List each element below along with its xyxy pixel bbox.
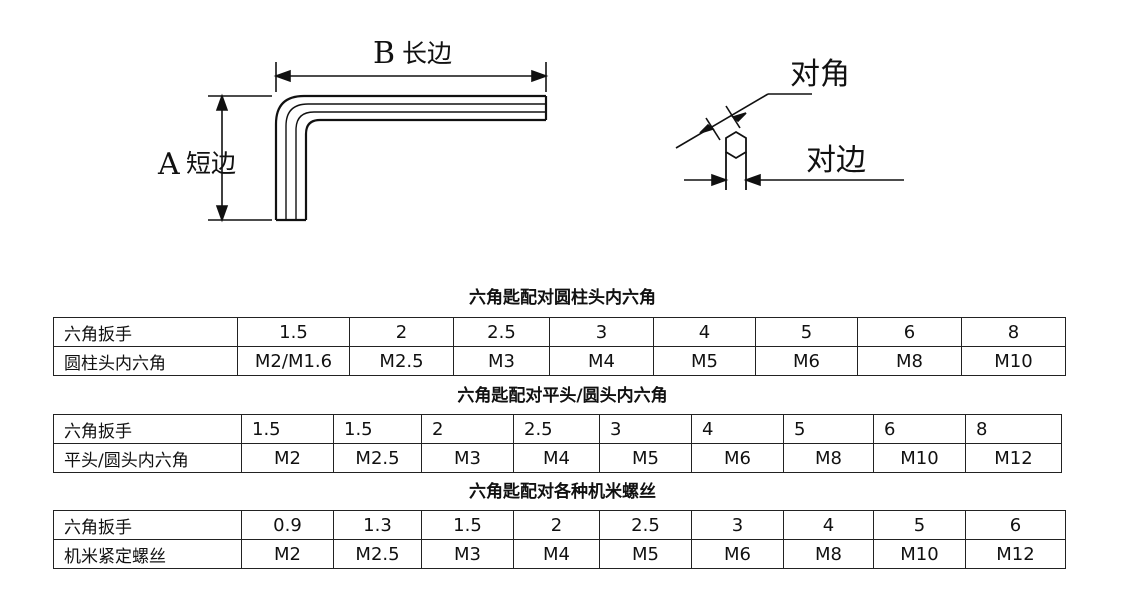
- l-wrench-drawing: [274, 94, 548, 222]
- table-cell: M4: [513, 539, 600, 569]
- across-flats-dimension: [684, 173, 904, 187]
- table-cell: 2: [349, 317, 454, 347]
- table-cell: 1.5: [421, 510, 514, 540]
- table-cell: 1.3: [333, 510, 422, 540]
- table-cell: 8: [965, 414, 1062, 444]
- table-cell: M2/M1.6: [237, 346, 350, 376]
- table-cell: M3: [421, 443, 514, 473]
- hex-cross-section: [725, 130, 747, 190]
- table-cell: M5: [599, 539, 692, 569]
- row-header: 平头/圆头内六角: [53, 443, 242, 473]
- table-cell: 1.5: [241, 414, 334, 444]
- row-header: 机米紧定螺丝: [53, 539, 242, 569]
- table-cell: M6: [691, 539, 784, 569]
- table-row: 机米紧定螺丝 M2 M2.5 M3 M4 M5 M6 M8 M10 M12: [53, 539, 1066, 569]
- table-cell: M10: [873, 443, 966, 473]
- table-cell: M12: [965, 539, 1066, 569]
- table-cell: 2.5: [513, 414, 600, 444]
- table-cell: 5: [873, 510, 966, 540]
- table-cell: M2: [241, 443, 334, 473]
- table-cell: 1.5: [237, 317, 350, 347]
- table-cell: 3: [599, 414, 692, 444]
- table-cell: 2: [421, 414, 514, 444]
- table-cell: M8: [783, 539, 874, 569]
- table-cell: 0.9: [241, 510, 334, 540]
- table-cell: 2.5: [453, 317, 550, 347]
- table-cell: 2: [513, 510, 600, 540]
- table-cell: 6: [873, 414, 966, 444]
- table-cell: M6: [755, 346, 858, 376]
- table-cell: M8: [857, 346, 962, 376]
- table-cell: 5: [755, 317, 858, 347]
- table-cell: M2.5: [349, 346, 454, 376]
- row-header: 圆柱头内六角: [53, 346, 238, 376]
- spec-table-flat-round-head: 六角扳手 1.5 1.5 2 2.5 3 4 5 6 8 平头/圆头内六角 M2…: [53, 414, 1062, 473]
- table-1-title: 六角匙配对圆柱头内六角: [469, 288, 656, 308]
- table-cell: 5: [783, 414, 874, 444]
- table-cell: M4: [549, 346, 654, 376]
- across-corners-label: 对角: [790, 57, 850, 92]
- table-cell: 1.5: [333, 414, 422, 444]
- table-cell: M2: [241, 539, 334, 569]
- across-flats-label: 对边: [806, 143, 866, 178]
- short-side-dimension: [208, 93, 272, 223]
- hex-key-diagram: B 长边 A 短边 对角 对边: [157, 36, 904, 223]
- row-header: 六角扳手: [53, 510, 242, 540]
- table-cell: 4: [691, 414, 784, 444]
- row-header: 六角扳手: [53, 317, 238, 347]
- table-cell: M12: [965, 443, 1062, 473]
- table-cell: 6: [965, 510, 1066, 540]
- across-corners-dimension: [675, 93, 812, 149]
- table-cell: M3: [453, 346, 550, 376]
- spec-table-cylinder-head: 六角扳手 1.5 2 2.5 3 4 5 6 8 圆柱头内六角 M2/M1.6 …: [53, 317, 1066, 376]
- long-side-dimension: [273, 62, 549, 92]
- table-row: 圆柱头内六角 M2/M1.6 M2.5 M3 M4 M5 M6 M8 M10: [53, 346, 1066, 376]
- table-cell: M2.5: [333, 443, 422, 473]
- table-cell: M3: [421, 539, 514, 569]
- row-header: 六角扳手: [53, 414, 242, 444]
- table-cell: M4: [513, 443, 600, 473]
- table-cell: M10: [873, 539, 966, 569]
- table-cell: 6: [857, 317, 962, 347]
- table-cell: 8: [961, 317, 1066, 347]
- table-row: 六角扳手 1.5 2 2.5 3 4 5 6 8: [53, 317, 1066, 347]
- table-cell: M5: [653, 346, 756, 376]
- table-2-title: 六角匙配对平头/圆头内六角: [457, 386, 668, 406]
- table-row: 六角扳手 0.9 1.3 1.5 2 2.5 3 4 5 6: [53, 510, 1066, 540]
- table-row: 平头/圆头内六角 M2 M2.5 M3 M4 M5 M6 M8 M10 M12: [53, 443, 1062, 473]
- table-cell: M5: [599, 443, 692, 473]
- table-cell: 4: [653, 317, 756, 347]
- table-cell: 2.5: [599, 510, 692, 540]
- table-cell: M2.5: [333, 539, 422, 569]
- table-3-title: 六角匙配对各种机米螺丝: [469, 482, 656, 502]
- table-cell: M10: [961, 346, 1066, 376]
- long-side-letter: B: [373, 36, 395, 71]
- table-cell: 3: [549, 317, 654, 347]
- table-cell: 3: [691, 510, 784, 540]
- table-row: 六角扳手 1.5 1.5 2 2.5 3 4 5 6 8: [53, 414, 1062, 444]
- table-cell: M6: [691, 443, 784, 473]
- long-side-label: 长边: [402, 39, 452, 68]
- table-cell: 4: [783, 510, 874, 540]
- short-side-label: 短边: [186, 149, 236, 178]
- spec-table-set-screw: 六角扳手 0.9 1.3 1.5 2 2.5 3 4 5 6 机米紧定螺丝 M2…: [53, 510, 1066, 569]
- table-cell: M8: [783, 443, 874, 473]
- short-side-letter: A: [157, 147, 180, 182]
